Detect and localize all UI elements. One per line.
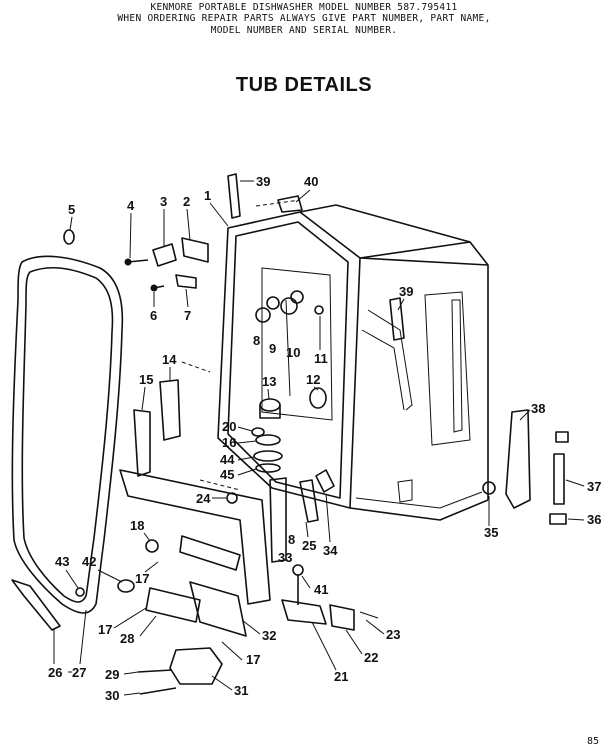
callout-8-lower: 8 bbox=[288, 532, 295, 547]
callout-45: 45 bbox=[220, 467, 234, 482]
callout-5: 5 bbox=[68, 202, 75, 217]
header-serial-note: MODEL NUMBER AND SERIAL NUMBER. bbox=[210, 25, 398, 36]
callout-43: 43 bbox=[55, 554, 69, 569]
callout-9: 9 bbox=[269, 341, 276, 356]
callout-35: 35 bbox=[484, 525, 498, 540]
tub-body bbox=[217, 204, 489, 521]
callout-12: 12 bbox=[306, 372, 320, 387]
base-frame bbox=[119, 469, 271, 637]
callout-26: 26 bbox=[48, 665, 62, 680]
callout-39: 39 bbox=[256, 174, 270, 189]
latch-arms bbox=[269, 469, 335, 563]
callout-18: 18 bbox=[130, 518, 144, 533]
callout-4: 4 bbox=[127, 198, 135, 213]
callout-29: 29 bbox=[105, 667, 119, 682]
rack-rollers bbox=[255, 290, 324, 323]
callout-labels: 39 40 5 4 3 2 1 6 7 8 9 10 11 13 12 14 1… bbox=[48, 174, 601, 703]
misc-hardware bbox=[11, 199, 301, 631]
door-gasket bbox=[11, 255, 124, 614]
pump-valve-parts bbox=[137, 564, 379, 695]
page-title: TUB DETAILS bbox=[235, 74, 373, 96]
callout-16: 16 bbox=[222, 435, 236, 450]
callout-25: 25 bbox=[302, 538, 316, 553]
callout-28: 28 bbox=[120, 631, 134, 646]
callout-21: 21 bbox=[334, 669, 348, 684]
callout-6: 6 bbox=[150, 308, 157, 323]
callout-1: 1 bbox=[204, 188, 211, 203]
callout-17-left: 17 bbox=[98, 622, 112, 637]
callout-2: 2 bbox=[183, 194, 190, 209]
callout-11: 11 bbox=[314, 351, 328, 366]
callout-8-upper: 8 bbox=[253, 333, 260, 348]
callout-32: 32 bbox=[262, 628, 276, 643]
callout-33: 33 bbox=[278, 550, 292, 565]
right-side-parts bbox=[227, 173, 569, 525]
callout-15: 15 bbox=[139, 372, 153, 387]
callout-14: 14 bbox=[162, 352, 177, 367]
callout-17-bottom: 17 bbox=[246, 652, 260, 667]
callout-37: 37 bbox=[587, 479, 601, 494]
callout-23: 23 bbox=[386, 627, 400, 642]
callout-20: 20 bbox=[222, 419, 236, 434]
callout-7: 7 bbox=[184, 308, 191, 323]
callout-3: 3 bbox=[160, 194, 167, 209]
callout-17-mid: 17 bbox=[135, 571, 149, 586]
hinge-parts bbox=[63, 229, 209, 292]
callout-10: 10 bbox=[286, 345, 300, 360]
callout-36: 36 bbox=[587, 512, 601, 527]
side-brackets bbox=[133, 379, 181, 477]
callout-34: 34 bbox=[323, 543, 338, 558]
header-ordering-note: WHEN ORDERING REPAIR PARTS ALWAYS GIVE P… bbox=[117, 13, 491, 24]
callout-39-side: 39 bbox=[399, 284, 413, 299]
callout-44: 44 bbox=[220, 452, 235, 467]
spray-arm-assembly bbox=[251, 387, 327, 473]
callout-24: 24 bbox=[196, 491, 211, 506]
page-number: 85 bbox=[587, 736, 600, 747]
callout-27: 27 bbox=[72, 665, 86, 680]
callout-13: 13 bbox=[262, 374, 276, 389]
header-model-line: KENMORE PORTABLE DISHWASHER MODEL NUMBER… bbox=[150, 2, 458, 13]
callout-41: 41 bbox=[314, 582, 328, 597]
callout-31: 31 bbox=[234, 683, 248, 698]
callout-22: 22 bbox=[364, 650, 378, 665]
callout-38: 38 bbox=[531, 401, 545, 416]
callout-30: 30 bbox=[105, 688, 119, 703]
callout-42: 42 bbox=[82, 554, 96, 569]
callout-40: 40 bbox=[304, 174, 318, 189]
